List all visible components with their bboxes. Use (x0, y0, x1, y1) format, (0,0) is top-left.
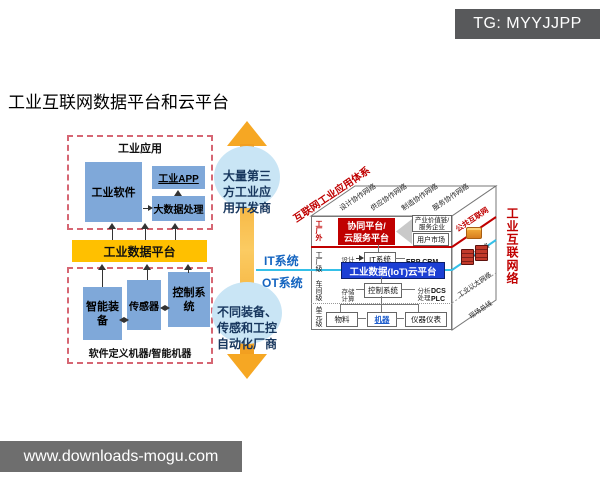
control-to-analysis-line (401, 289, 415, 290)
row-label-workshop-level: 车间级 (315, 280, 322, 301)
tg-badge: TG: MYYJJPP (455, 9, 600, 39)
up-arrow-shaft (112, 229, 113, 240)
vendors-text: 不同装备、 传感和工控 自动化厂商 (216, 305, 277, 351)
tg-badge-text: TG: MYYJJPP (473, 15, 582, 32)
data-platform-bar: 工业数据平台 (72, 240, 207, 262)
user-market-box: 用户市场 (413, 233, 449, 246)
arrow-bigdata-to-app (178, 194, 179, 196)
it-to-erp-line (395, 258, 405, 259)
bracket-drop (381, 304, 382, 312)
control-system-ot-box: 控制系统 (364, 283, 402, 298)
material-box: 物料 (326, 312, 358, 327)
row-label-factory-level: 工厂级 (315, 251, 322, 272)
app-group-title: 工业应用 (118, 143, 162, 155)
page-title: 工业互联网数据平台和云平台 (8, 93, 229, 112)
up-arrow-head (171, 223, 179, 229)
analysis-label: 分析 处理 (417, 288, 431, 302)
machine-group-title: 软件定义机器/智能机器 (88, 349, 192, 360)
row-label-outside-factory: 工厂外 (315, 220, 322, 241)
control-down-line (381, 296, 382, 304)
up-arrow-head (98, 264, 106, 270)
watermark-text: www.downloads-mogu.com (23, 447, 219, 465)
arrow-sw-to-bigdata (143, 208, 149, 209)
up-arrow-head (141, 223, 149, 229)
up-arrow-shaft (145, 229, 146, 240)
smart-equipment-box: 智能装 备 (83, 287, 122, 340)
public-net-line (311, 246, 452, 248)
sensor-box: 传感器 (127, 280, 161, 330)
top-cloud (214, 146, 280, 208)
bracket-drop (340, 304, 341, 312)
up-arrow-shaft (188, 270, 189, 273)
center-arrow-up-head (227, 121, 267, 146)
industrial-software-box: 工业软件 (85, 162, 142, 222)
banner-to-control-line (381, 277, 382, 283)
value-chain-box: 产业价值链/ 服务企业 (412, 215, 452, 232)
bottom-cloud (212, 282, 282, 344)
watermark-bar: www.downloads-mogu.com (0, 441, 242, 472)
third-party-developers-text: 大量第三 方工业应 用开发商 (222, 169, 271, 215)
material-machine-line (357, 318, 366, 319)
arrow-bigdata-to-app-head (174, 190, 182, 196)
dcs-plc-label: DCS PLC (431, 288, 446, 303)
storage-to-control-line (356, 289, 364, 290)
machine-instrument-line (396, 318, 404, 319)
ot-system-label: OT系统 (262, 276, 303, 290)
collab-to-it-line (378, 245, 379, 252)
design-to-it-arrow (359, 255, 364, 261)
bracket-drop (418, 304, 419, 312)
cube-3d (309, 185, 498, 331)
arrow-equip-sensor-right (124, 317, 129, 323)
design-to-it-line (356, 258, 360, 259)
up-arrow-shaft (147, 270, 148, 280)
control-system-box: 控制系 统 (168, 272, 210, 327)
instrument-box: 仪器仪表 (405, 312, 447, 327)
bracket-line (340, 304, 419, 305)
up-arrow-head (108, 223, 116, 229)
arrow-sensor-control-right (165, 305, 170, 311)
arrow-equip-sensor-left (119, 317, 124, 323)
up-arrow-head (184, 264, 192, 270)
row-label-unit-level: 单元级 (315, 306, 322, 327)
big-data-box: 大数据处理 (152, 196, 205, 221)
machine-box: 机器 (367, 312, 397, 327)
arrow-sensor-control-left (160, 305, 165, 311)
up-arrow-shaft (175, 229, 176, 240)
database-icon (475, 245, 488, 261)
center-arrow-down-head (227, 354, 267, 379)
storage-compute-label: 存储 计算 (341, 289, 355, 303)
industrial-internet-side-title: 工业互联网络 (505, 207, 519, 285)
iot-cloud-banner: 工业数据(IoT)云平台 (341, 262, 445, 279)
industrial-app-box: 工业APP (152, 166, 205, 189)
arrow-sw-to-bigdata-head (148, 205, 153, 211)
database-icon (461, 249, 474, 265)
up-arrow-head (143, 264, 151, 270)
it-system-label: IT系统 (264, 254, 299, 268)
up-arrow-shaft (102, 270, 103, 287)
cloud-server-icon (466, 227, 482, 239)
collab-platform-box: 协同平台/ 云服务平台 (338, 218, 395, 245)
